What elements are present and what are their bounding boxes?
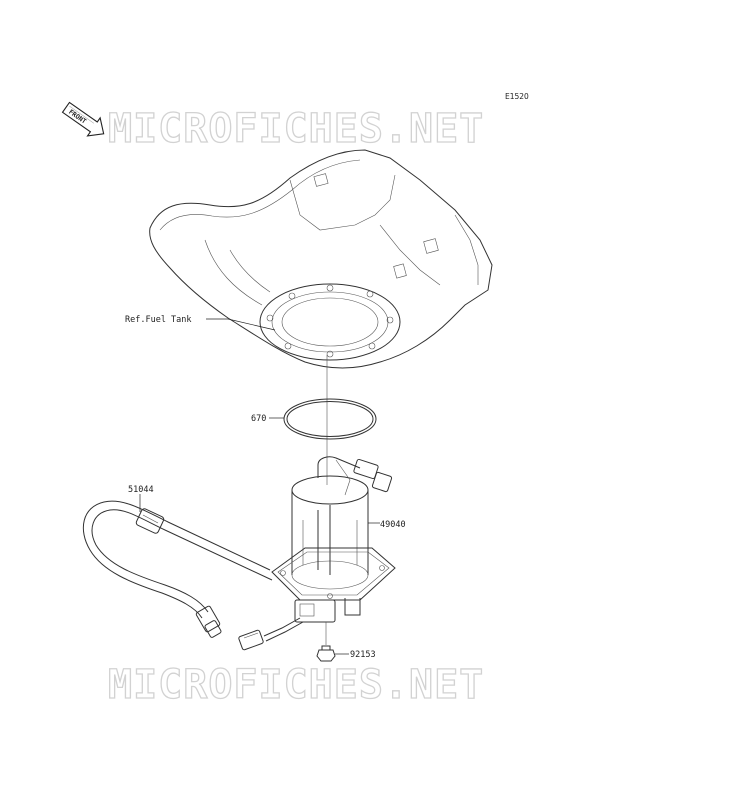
front-arrow-icon: FRONT bbox=[61, 101, 105, 137]
bolt-part bbox=[316, 622, 336, 662]
fuel-tank-outline bbox=[149, 149, 493, 369]
fuel-hose-part bbox=[82, 500, 273, 638]
label-hose: 51044 bbox=[128, 485, 154, 495]
o-ring-part bbox=[283, 398, 377, 440]
watermark-top: MICROFICHES.NET bbox=[108, 106, 484, 152]
watermark-bottom: MICROFICHES.NET bbox=[108, 662, 484, 708]
leader-fuel-tank bbox=[206, 318, 276, 331]
diagram-code: E1520 bbox=[505, 92, 529, 101]
label-pump: 49040 bbox=[380, 520, 406, 530]
fuel-pump-assembly bbox=[271, 456, 396, 623]
label-fuel-tank: Ref.Fuel Tank bbox=[125, 315, 192, 325]
wire-harness bbox=[238, 617, 304, 651]
label-o-ring: 670 bbox=[251, 414, 266, 424]
label-bolt: 92153 bbox=[350, 650, 376, 660]
